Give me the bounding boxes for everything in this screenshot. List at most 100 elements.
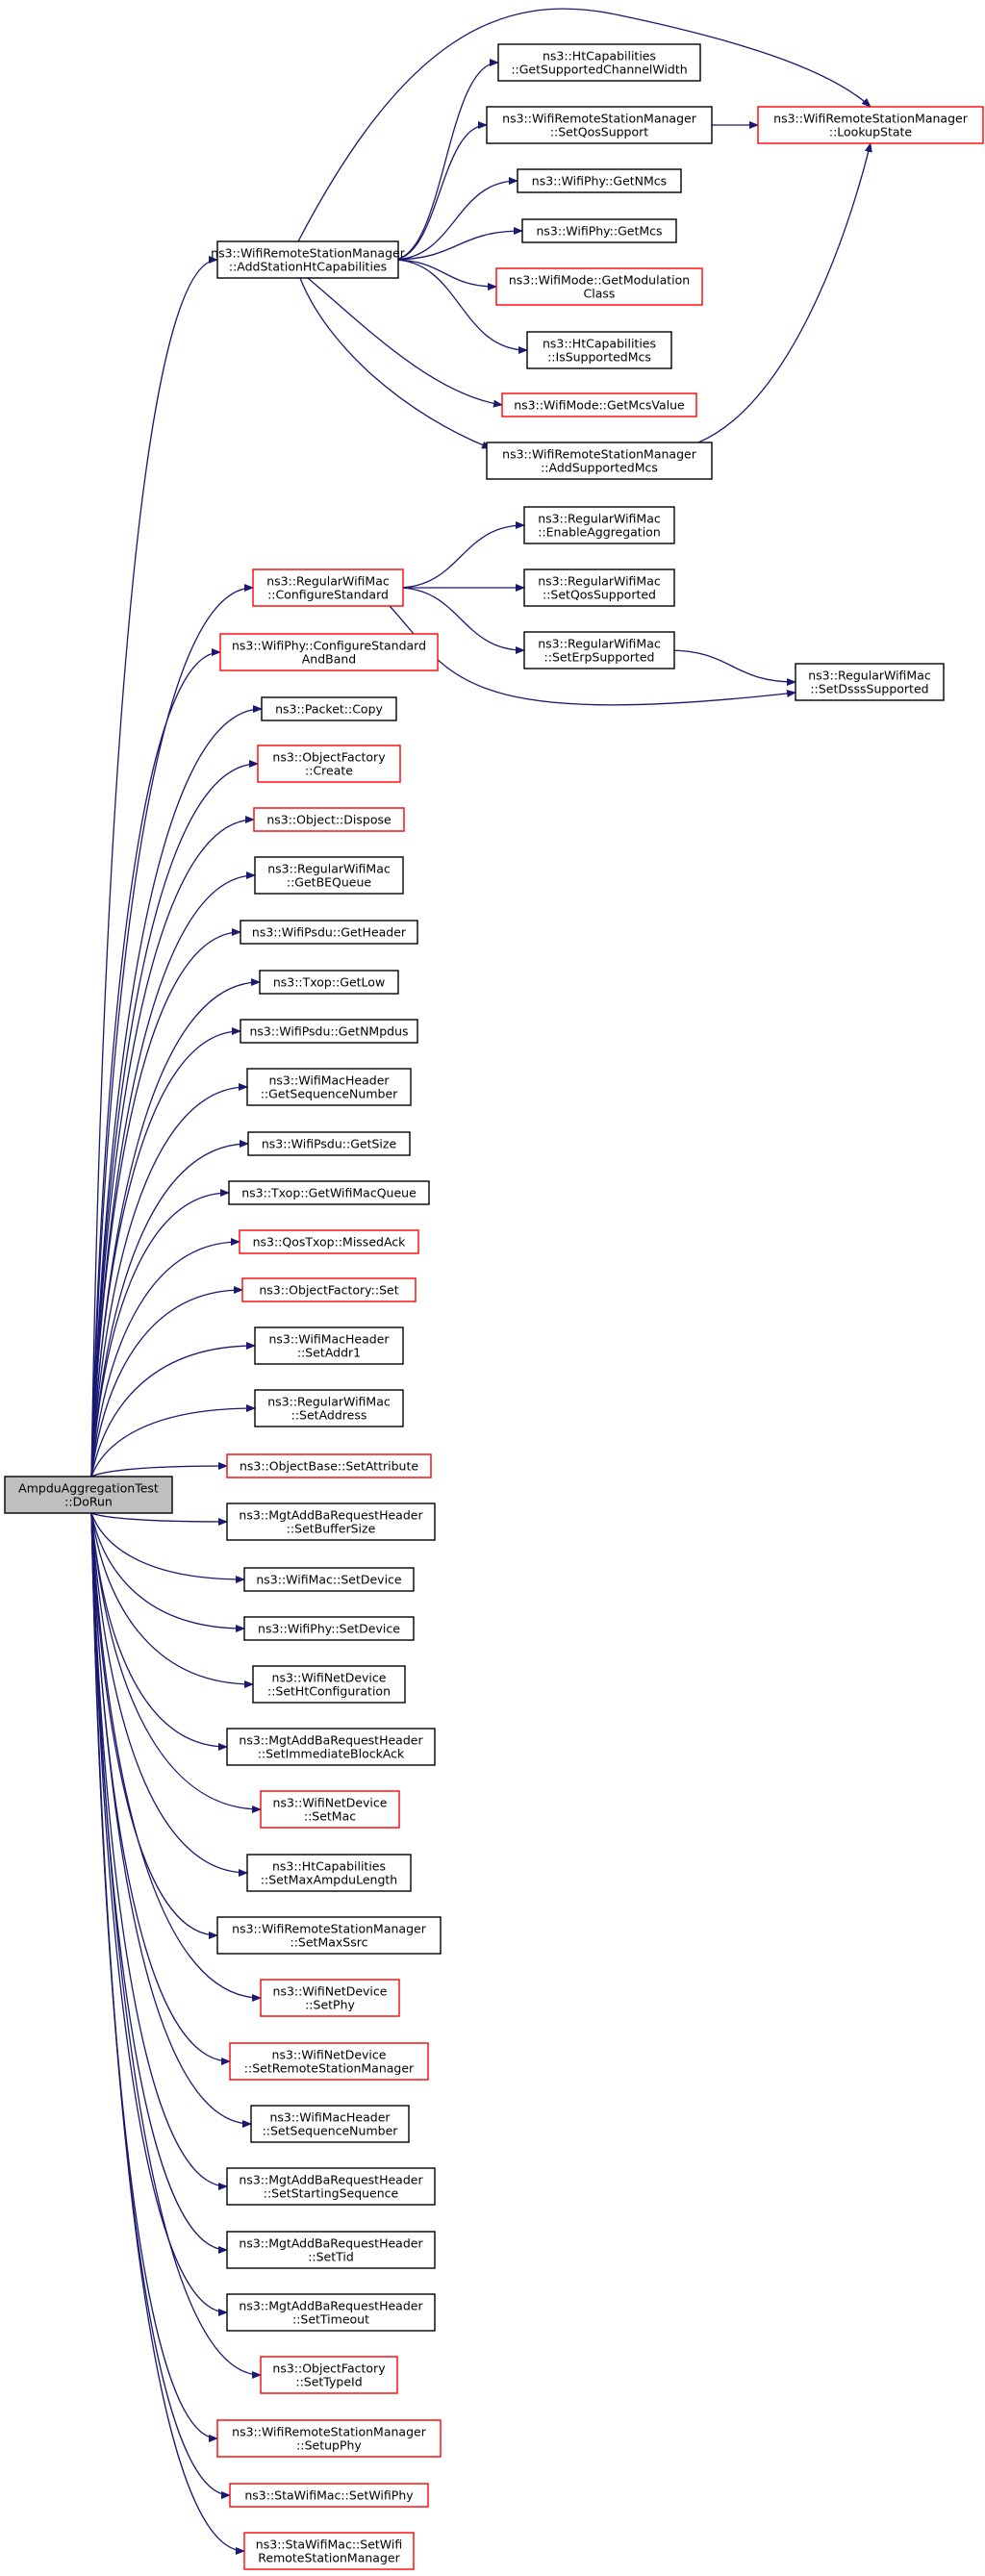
node-label-line: ::SetAddr1 [297, 1346, 361, 1360]
node-confStd[interactable]: ns3::RegularWifiMac::ConfigureStandard [252, 568, 404, 607]
node-box [501, 392, 697, 417]
node-box [517, 168, 682, 193]
node-macSetDev[interactable]: ns3::WifiMac::SetDevice [243, 1567, 415, 1592]
node-label-line: ::SetRemoteStationManager [244, 2061, 415, 2076]
node-setDsss[interactable]: ns3::RegularWifiMac::SetDsssSupported [795, 663, 945, 701]
node-root[interactable]: AmpduAggregationTest::DoRun [4, 1476, 173, 1514]
node-setMaxSsrc[interactable]: ns3::WifiRemoteStationManager::SetMaxSsr… [216, 1916, 442, 1955]
edge-root-to-staSetRSM [90, 1512, 245, 2555]
node-addSupMcs[interactable]: ns3::WifiRemoteStationManager::AddSuppor… [486, 442, 713, 480]
node-setAddr1[interactable]: ns3::WifiMacHeader::SetAddr1 [254, 1326, 404, 1365]
node-setBufSize[interactable]: ns3::MgtAddBaRequestHeader::SetBufferSiz… [226, 1503, 436, 1541]
node-label-line: RemoteStationManager [258, 2551, 400, 2565]
edge-addHt-to-setQos [391, 121, 488, 261]
node-lookup[interactable]: ns3::WifiRemoteStationManager::LookupSta… [757, 106, 984, 144]
node-setQos[interactable]: ns3::WifiRemoteStationManager::SetQosSup… [486, 106, 713, 144]
node-setupPhy[interactable]: ns3::WifiRemoteStationManager::SetupPhy [216, 2419, 442, 2458]
node-label-line: ::LookupState [829, 125, 913, 139]
node-setSeqNum[interactable]: ns3::WifiMacHeader::SetSequenceNumber [250, 2105, 410, 2143]
node-setQosSup[interactable]: ns3::RegularWifiMac::SetQosSupported [523, 568, 675, 607]
node-box [252, 568, 404, 607]
edge-addHt-to-addSupMcs [299, 277, 492, 449]
edge-root-to-setAttr [90, 1462, 228, 1477]
node-getSupCW[interactable]: ns3::HtCapabilities::GetSupportedChannel… [497, 43, 701, 82]
edge-line [90, 1238, 240, 1477]
edge-line [90, 978, 261, 1477]
edge-line [697, 142, 872, 443]
edge-line [90, 1512, 262, 1813]
node-getNMcs[interactable]: ns3::WifiPhy::GetNMcs [517, 168, 682, 193]
edge-line [90, 1512, 245, 1632]
edge-line [90, 1512, 245, 1583]
node-staSetPhy[interactable]: ns3::StaWifiMac::SetWifiPhy [229, 2483, 429, 2508]
edge-addHt-to-getMcs [391, 227, 523, 261]
node-staSetRSM[interactable]: ns3::StaWifiMac::SetWifiRemoteStationMan… [243, 2532, 415, 2570]
edge-root-to-txopLow [90, 978, 261, 1477]
node-missedAck[interactable]: ns3::QosTxop::MissedAck [239, 1229, 419, 1254]
node-getMcsValue[interactable]: ns3::WifiMode::GetMcsValue [501, 392, 697, 417]
node-label-line: ns3::MgtAddBaRequestHeader [239, 1733, 423, 1748]
edge-addSupMcs-to-lookup [697, 142, 872, 443]
node-label-line: ns3::WifiMacHeader [268, 1073, 390, 1088]
edge-root-to-hdrSeq [90, 1083, 248, 1477]
node-setMac[interactable]: ns3::WifiNetDevice::SetMac [260, 1790, 400, 1829]
node-setImmBA[interactable]: ns3::MgtAddBaRequestHeader::SetImmediate… [226, 1728, 436, 1766]
node-pktCopy[interactable]: ns3::Packet::Copy [261, 696, 397, 721]
node-setPhy[interactable]: ns3::WifiNetDevice::SetPhy [260, 1979, 400, 2017]
node-label-line: ns3::RegularWifiMac [538, 574, 661, 589]
node-setTimeout[interactable]: ns3::MgtAddBaRequestHeader::SetTimeout [226, 2293, 436, 2332]
node-getMcs[interactable]: ns3::WifiPhy::GetMcs [521, 218, 677, 243]
node-setMaxAmpdu[interactable]: ns3::HtCapabilities::SetMaxAmpduLength [246, 1854, 412, 1892]
edge-root-to-psduNMpdus [90, 1027, 241, 1477]
node-box [241, 1277, 417, 1302]
node-ofCreate[interactable]: ns3::ObjectFactory::Create [257, 745, 401, 783]
edge-line [90, 1512, 262, 2002]
node-phySetDev[interactable]: ns3::WifiPhy::SetDevice [243, 1616, 415, 1641]
node-psduHeader[interactable]: ns3::WifiPsdu::GetHeader [240, 920, 418, 945]
edge-root-to-txopQueue [90, 1189, 230, 1477]
node-setRSM[interactable]: ns3::WifiNetDevice::SetRemoteStationMana… [229, 2042, 429, 2081]
node-label-line: ns3::ObjectFactory::Set [259, 1283, 398, 1298]
node-hdrSeq[interactable]: ns3::WifiMacHeader::GetSequenceNumber [246, 1068, 412, 1106]
node-setErp[interactable]: ns3::RegularWifiMac::SetErpSupported [523, 631, 675, 669]
node-setStartSeq[interactable]: ns3::MgtAddBaRequestHeader::SetStartingS… [226, 2167, 436, 2206]
node-label-line: ns3::WifiPsdu::GetHeader [252, 925, 407, 940]
node-setTid[interactable]: ns3::MgtAddBaRequestHeader::SetTid [226, 2231, 436, 2269]
node-label-line: ::GetBEQueue [287, 875, 372, 890]
node-box [229, 2042, 429, 2081]
node-setTypeId[interactable]: ns3::ObjectFactory::SetTypeId [260, 2356, 398, 2394]
edge-line [90, 1404, 256, 1477]
node-label-line: ns3::WifiMode::GetMcsValue [514, 398, 685, 413]
node-box [243, 1567, 415, 1592]
node-box [226, 1728, 436, 1766]
node-label-line: ::SetBufferSize [287, 1522, 376, 1536]
node-isSupMcs[interactable]: ns3::HtCapabilities::IsSupportedMcs [526, 331, 672, 369]
edge-addHt-to-lookup [297, 8, 871, 242]
edge-root-to-setTimeout [90, 1512, 228, 2316]
node-setAttr[interactable]: ns3::ObjectBase::SetAttribute [226, 1453, 432, 1478]
node-box [226, 2293, 436, 2332]
node-addHt[interactable]: ns3::WifiRemoteStationManager::AddStatio… [211, 240, 406, 279]
node-psduNMpdus[interactable]: ns3::WifiPsdu::GetNMpdus [240, 1019, 418, 1044]
edge-root-to-psduHeader [90, 928, 241, 1477]
edge-addHt-to-getNMcs [391, 177, 518, 261]
edge-line [90, 648, 221, 1477]
node-enAgg[interactable]: ns3::RegularWifiMac::EnableAggregation [523, 506, 675, 544]
edge-line [396, 521, 525, 589]
node-label-line: ns3::Object::Dispose [266, 813, 391, 827]
node-objDispose[interactable]: ns3::Object::Dispose [253, 807, 405, 832]
node-setHtConf[interactable]: ns3::WifiNetDevice::SetHtConfiguration [252, 1665, 406, 1704]
edge-root-to-setBufSize [90, 1512, 228, 1526]
node-psduSize[interactable]: ns3::WifiPsdu::GetSize [247, 1131, 411, 1156]
edge-line [391, 59, 499, 261]
node-txopLow[interactable]: ns3::Txop::GetLow [259, 970, 399, 995]
node-getBEQ[interactable]: ns3::RegularWifiMac::GetBEQueue [254, 856, 404, 895]
node-label-line: ns3::WifiRemoteStationManager [232, 1922, 427, 1936]
edge-line [90, 1512, 228, 2190]
node-txopQueue[interactable]: ns3::Txop::GetWifiMacQueue [228, 1180, 430, 1205]
edge-line [90, 1512, 228, 1751]
node-ofSet[interactable]: ns3::ObjectFactory::Set [241, 1277, 417, 1302]
node-setAddress[interactable]: ns3::RegularWifiMac::SetAddress [254, 1389, 404, 1427]
